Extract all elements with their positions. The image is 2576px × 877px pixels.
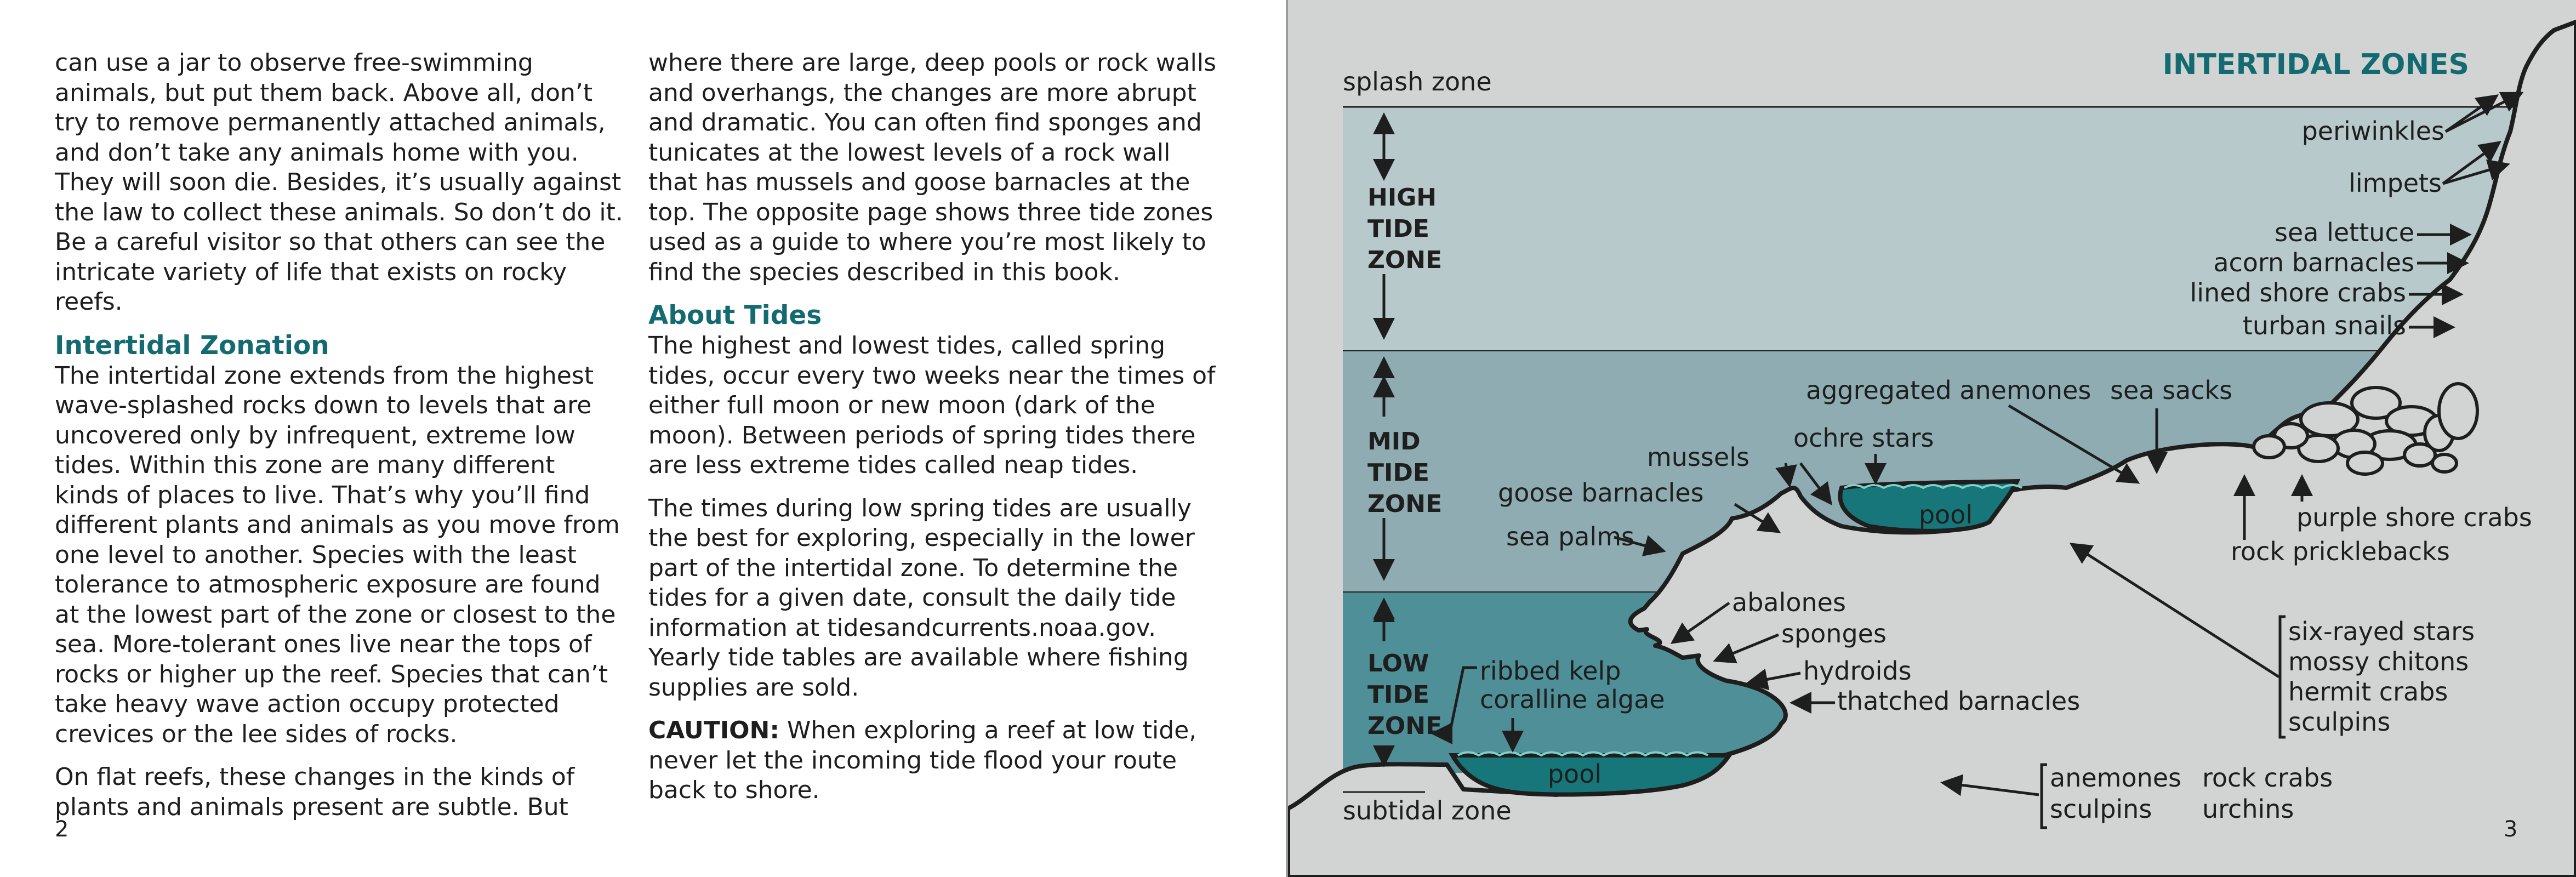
paragraph: The times during low spring tides are us… <box>648 494 1195 702</box>
label-splash-zone: splash zone <box>1343 67 1492 96</box>
label-ochre-stars: ochre stars <box>1793 423 1934 453</box>
label-pool-upper: pool <box>1919 500 1973 529</box>
arrow-aggregated-anemones <box>2008 404 2140 484</box>
diagram-title: INTERTIDAL ZONES <box>2163 48 2469 81</box>
caution-text: When exploring a reef at low tide, never… <box>648 716 1197 804</box>
intertidal-zones-diagram: HIGH TIDE ZONE MID TIDE ZONE LOW TIDE ZO… <box>1288 20 2576 877</box>
text-column-right: where there are large, deep pools or roc… <box>648 48 1218 819</box>
caution-paragraph: CAUTION: When exploring a reef at low ti… <box>648 716 1218 806</box>
arrow-hydroids <box>1746 668 1801 691</box>
low-zone-label: ZONE <box>1367 712 1442 740</box>
label-rock-crabs: rock crabs <box>2202 763 2333 793</box>
label-six-rayed-stars: six-rayed stars <box>2288 617 2475 646</box>
label-anemones: anemones <box>2050 763 2181 793</box>
page-number-right: 3 <box>2504 817 2518 842</box>
left-page: can use a jar to observe free-swimming a… <box>55 48 1218 842</box>
caution-label: CAUTION: <box>648 716 779 744</box>
arrow-group-stars <box>2069 543 2280 679</box>
label-urchins: urchins <box>2202 794 2294 824</box>
arrow-sponges <box>1713 633 1779 664</box>
high-zone-label: HIGH <box>1367 184 1437 212</box>
label-lined-shore-crabs: lined shore crabs <box>2190 278 2406 307</box>
arrow-ribbed-kelp <box>1431 666 1477 744</box>
high-tide-band <box>1343 107 2549 351</box>
arrow-mussels <box>1799 462 1833 505</box>
paragraph: The highest and lowest tides, called spr… <box>648 332 1216 479</box>
paragraph: can use a jar to observe free-swimming a… <box>55 49 623 316</box>
arrow-goose-barnacles <box>1734 503 1781 533</box>
page-gutter <box>1286 0 1288 877</box>
arrow-periwinkles <box>2444 94 2499 133</box>
label-turban-snails: turban snails <box>2243 311 2406 340</box>
label-hermit-crabs: hermit crabs <box>2288 677 2448 707</box>
group-six-rayed-stars: six-rayed stars mossy chitons hermit cra… <box>2069 543 2475 739</box>
label-purple-shore-crabs: purple shore crabs <box>2296 503 2532 532</box>
label-coralline-algae: coralline algae <box>1480 685 1665 714</box>
label-hydroids: hydroids <box>1803 656 1912 686</box>
label-subtidal-zone: subtidal zone <box>1343 796 1512 825</box>
label-mussels: mussels <box>1647 442 1749 472</box>
label-rock-pricklebacks: rock pricklebacks <box>2231 537 2450 566</box>
page-number-left: 2 <box>55 817 69 842</box>
section-heading-intertidal-zonation: Intertidal Zonation <box>55 330 329 361</box>
label-sea-palms: sea palms <box>1506 522 1634 551</box>
mid-zone-label: TIDE <box>1367 459 1429 487</box>
high-zone-label: TIDE <box>1367 215 1429 243</box>
label-limpets: limpets <box>2349 168 2442 198</box>
label-thatched-barnacles: thatched barnacles <box>1837 686 2080 716</box>
text-column-left: can use a jar to observe free-swimming a… <box>55 48 625 835</box>
label-sea-sacks: sea sacks <box>2110 375 2232 405</box>
arrow-periwinkles <box>2444 92 2524 133</box>
arrow-limpets <box>2442 141 2502 185</box>
arrow-group-anemones <box>1940 774 2039 796</box>
label-sponges: sponges <box>1781 619 1887 648</box>
label-sea-lettuce: sea lettuce <box>2275 218 2414 247</box>
upper-pool <box>1838 479 2021 533</box>
low-zone-label: TIDE <box>1367 681 1429 709</box>
label-aggregated-anemones: aggregated anemones <box>1806 375 2091 405</box>
label-periwinkles: periwinkles <box>2302 116 2444 146</box>
mid-zone-label: ZONE <box>1367 490 1442 518</box>
label-sculpins: sculpins <box>2050 794 2152 824</box>
arrow-mussels <box>1775 463 1797 488</box>
upper-pool-ripples <box>1844 484 2022 489</box>
label-ribbed-kelp: ribbed kelp <box>1480 656 1621 686</box>
paragraph: On flat reefs, these changes in the kind… <box>55 763 575 821</box>
label-abalones: abalones <box>1732 588 1846 617</box>
label-sculpins: sculpins <box>2288 707 2390 737</box>
label-acorn-barnacles: acorn barnacles <box>2213 248 2414 277</box>
label-pool-lower: pool <box>1548 759 1602 789</box>
arrow-limpets <box>2442 159 2510 185</box>
boulder-pile <box>2252 382 2479 476</box>
mid-zone-label: MID <box>1367 428 1421 455</box>
lower-pool <box>1449 753 1734 797</box>
group-anemones: anemones sculpins <box>1940 763 2181 829</box>
label-mossy-chitons: mossy chitons <box>2288 647 2469 676</box>
arrow-abalones <box>1670 601 1730 644</box>
label-goose-barnacles: goose barnacles <box>1498 478 1704 508</box>
lower-pool-ripples <box>1457 751 1709 757</box>
section-heading-about-tides: About Tides <box>648 300 822 331</box>
paragraph: where there are large, deep pools or roc… <box>648 49 1217 286</box>
paragraph: The intertidal zone extends from the hig… <box>55 361 620 748</box>
high-zone-label: ZONE <box>1367 246 1442 274</box>
low-zone-label: LOW <box>1367 650 1429 677</box>
arrow-sea-palms <box>1614 535 1666 556</box>
